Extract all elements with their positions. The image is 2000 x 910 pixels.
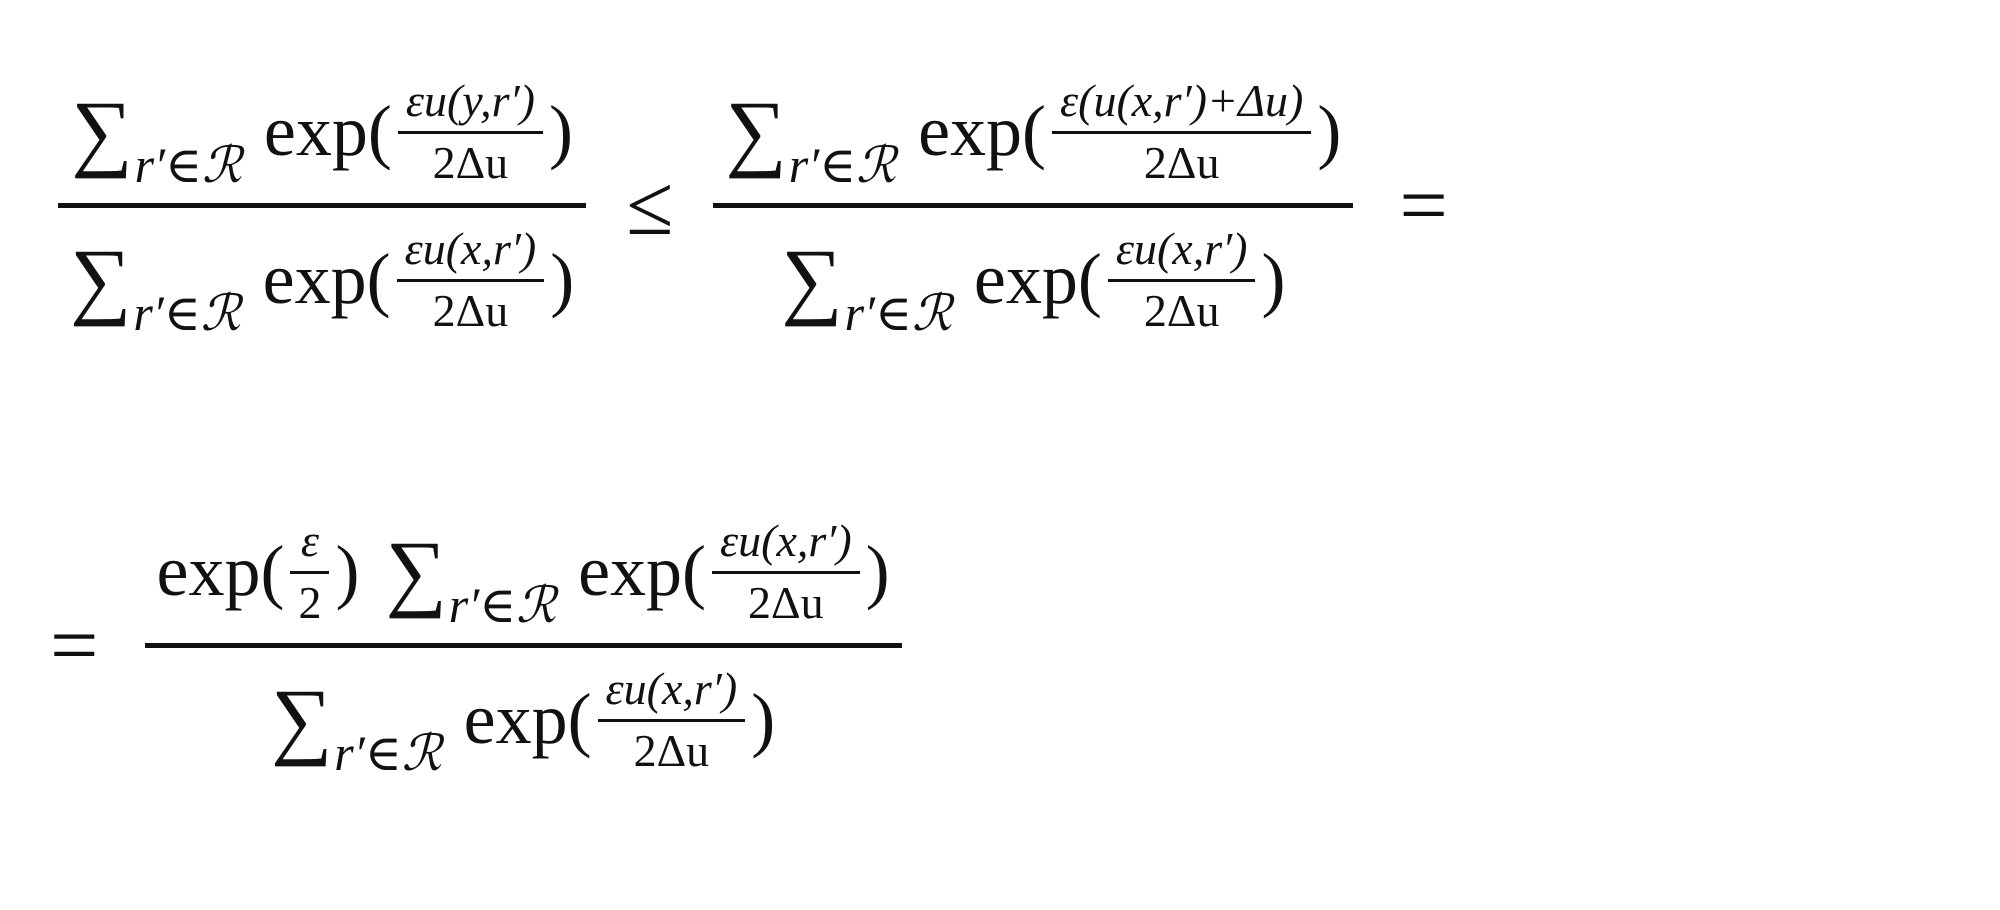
- summation-subscript: r′∈ℛ: [789, 136, 896, 194]
- close-paren: ): [335, 530, 360, 611]
- inner-fraction: ε(u(x,r′)+Δu) 2Δu: [1052, 74, 1312, 189]
- inner-numerator: εu(x,r′): [720, 514, 852, 566]
- inner-numerator: εu(x,r′): [1115, 222, 1248, 274]
- sigma-symbol: ∑: [781, 231, 843, 327]
- element-of: ∈: [364, 725, 402, 781]
- set-symbol: ℛ: [911, 284, 952, 342]
- inner-denominator: 2Δu: [432, 136, 509, 188]
- lhs-numerator: ∑ r′∈ℛ exp( εu(y,r′) 2Δu ): [59, 74, 585, 203]
- rhs-numerator: ∑ r′∈ℛ exp( ε(u(x,r′)+Δu) 2Δu ): [713, 74, 1353, 203]
- summation-subscript: r′∈ℛ: [133, 284, 240, 342]
- sigma-symbol: ∑: [70, 231, 132, 327]
- sigma-symbol: ∑: [270, 671, 333, 767]
- main-fraction-bar: [58, 202, 587, 208]
- lhs-denominator: ∑ r′∈ℛ exp( εu(x,r′) 2Δu ): [58, 208, 586, 343]
- main-fraction-bar: [713, 202, 1354, 208]
- exp-function: exp(: [156, 530, 285, 611]
- lhs-fraction: ∑ r′∈ℛ exp( εu(y,r′) 2Δu ) ∑ r′∈ℛ exp(: [58, 74, 587, 343]
- summation: ∑ r′∈ℛ: [71, 83, 242, 194]
- inner-fraction: εu(y,r′) 2Δu: [397, 74, 543, 189]
- summation: ∑ r′∈ℛ: [725, 83, 896, 194]
- summation-subscript: r′∈ℛ: [135, 136, 242, 194]
- summation: ∑ r′∈ℛ: [270, 671, 442, 782]
- inner-fraction: εu(x,r′) 2Δu: [712, 514, 860, 629]
- summation: ∑ r′∈ℛ: [70, 231, 241, 342]
- close-paren: ): [865, 530, 890, 611]
- exp-function: exp(: [463, 678, 592, 759]
- rhs-fraction: ∑ r′∈ℛ exp( ε(u(x,r′)+Δu) 2Δu ) ∑ r′∈ℛ e…: [713, 74, 1354, 343]
- element-of: ∈: [164, 137, 202, 193]
- element-of: ∈: [874, 285, 912, 341]
- rhs-denominator: ∑ r′∈ℛ exp( εu(x,r′) 2Δu ): [769, 208, 1297, 343]
- summation: ∑ r′∈ℛ: [385, 523, 556, 634]
- equation-line-1: ∑ r′∈ℛ exp( εu(y,r′) 2Δu ) ∑ r′∈ℛ exp(: [58, 60, 1488, 350]
- element-of: ∈: [163, 285, 201, 341]
- result-denominator: ∑ r′∈ℛ exp( εu(x,r′) 2Δu ): [259, 648, 787, 783]
- inner-fraction-bar: [397, 130, 543, 134]
- summation-subscript: r′∈ℛ: [334, 724, 441, 782]
- inner-fraction-bar: [1107, 278, 1256, 282]
- summation: ∑ r′∈ℛ: [781, 231, 952, 342]
- equals-sign-leading: =: [50, 597, 99, 693]
- close-paren: ): [751, 678, 776, 759]
- exp-function: exp(: [918, 90, 1046, 171]
- inner-fraction-bar: [1052, 130, 1312, 134]
- exp-function: exp(: [262, 238, 391, 319]
- exp-function: exp(: [578, 530, 707, 611]
- inner-denominator: 2Δu: [633, 724, 710, 776]
- less-or-equal-sign: ≤: [626, 157, 674, 253]
- inner-fraction-bar: [597, 718, 746, 722]
- inner-denominator: 2: [298, 576, 322, 628]
- set-symbol: ℛ: [202, 136, 242, 194]
- summation-index: r′: [788, 137, 820, 193]
- element-of: ∈: [819, 137, 857, 193]
- equation-line-2: = exp( ε 2 ) ∑ r′∈ℛ exp( εu(x,r′) 2Δu ): [50, 495, 902, 795]
- summation-index: r′: [448, 577, 480, 633]
- inner-fraction: εu(x,r′) 2Δu: [396, 222, 545, 337]
- exp-function: exp(: [263, 90, 392, 171]
- element-of: ∈: [479, 577, 517, 633]
- main-fraction-bar: [144, 642, 902, 648]
- close-paren: ): [550, 238, 575, 319]
- inner-numerator: ε: [300, 514, 320, 566]
- sigma-symbol: ∑: [725, 83, 787, 179]
- inner-fraction-bar: [712, 570, 860, 574]
- epsilon-half-fraction: ε 2: [290, 514, 330, 629]
- summation-index: r′: [334, 725, 365, 781]
- equals-sign-trailing: =: [1399, 157, 1448, 253]
- inner-numerator: εu(y,r′): [405, 74, 535, 126]
- set-symbol: ℛ: [401, 724, 442, 782]
- summation-index: r′: [134, 137, 165, 193]
- inner-denominator: 2Δu: [1143, 284, 1220, 336]
- sigma-symbol: ∑: [71, 83, 133, 179]
- close-paren: ): [1261, 238, 1286, 319]
- result-numerator: exp( ε 2 ) ∑ r′∈ℛ exp( εu(x,r′) 2Δu ): [145, 514, 902, 643]
- inner-denominator: 2Δu: [432, 284, 509, 336]
- set-symbol: ℛ: [200, 284, 241, 342]
- summation-index: r′: [133, 285, 164, 341]
- result-fraction: exp( ε 2 ) ∑ r′∈ℛ exp( εu(x,r′) 2Δu ): [144, 514, 902, 783]
- summation-subscript: r′∈ℛ: [845, 284, 952, 342]
- summation-index: r′: [844, 285, 875, 341]
- inner-numerator: εu(x,r′): [404, 222, 537, 274]
- inner-numerator: ε(u(x,r′)+Δu): [1060, 74, 1304, 126]
- set-symbol: ℛ: [856, 136, 897, 194]
- inner-fraction-bar: [396, 278, 545, 282]
- exp-function: exp(: [973, 238, 1102, 319]
- sigma-symbol: ∑: [385, 523, 447, 619]
- close-paren: ): [548, 90, 573, 171]
- inner-denominator: 2Δu: [1143, 136, 1220, 188]
- inner-fraction-bar: [290, 570, 330, 574]
- close-paren: ): [1317, 90, 1342, 171]
- set-symbol: ℛ: [516, 576, 557, 634]
- inner-denominator: 2Δu: [748, 576, 824, 628]
- inner-fraction: εu(x,r′) 2Δu: [1107, 222, 1256, 337]
- inner-fraction: εu(x,r′) 2Δu: [597, 662, 746, 777]
- inner-numerator: εu(x,r′): [605, 662, 738, 714]
- summation-subscript: r′∈ℛ: [449, 576, 556, 634]
